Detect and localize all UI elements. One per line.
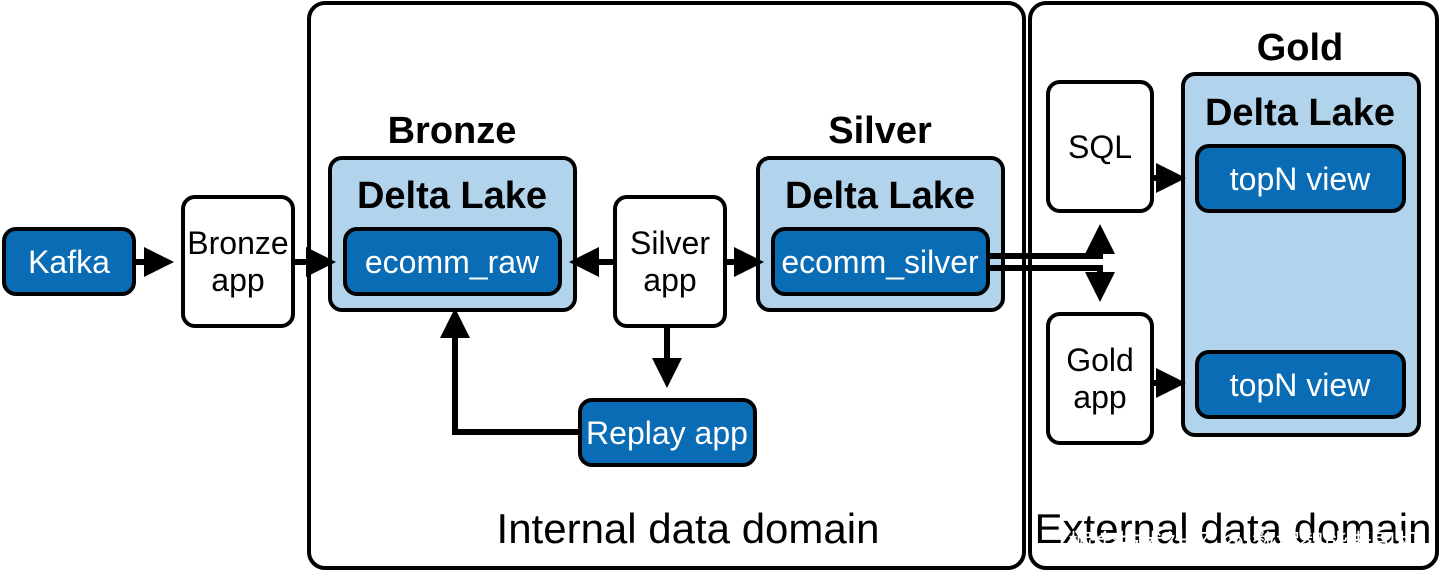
topn-view-lower — [1195, 350, 1406, 419]
bronze-delta-lake-label: Delta Lake — [357, 175, 547, 217]
external-domain-box — [1028, 1, 1439, 570]
kafka-label: Kafka — [28, 244, 110, 280]
topn-view-upper — [1195, 144, 1406, 213]
external-domain-label: External data domain — [1035, 505, 1432, 552]
silver-app-label-line2: app — [643, 262, 696, 298]
edge-ecomm-silver-to-sql — [988, 224, 1115, 259]
silver-delta-lake-label: Delta Lake — [785, 175, 975, 217]
edge-replay-app-to-ecomm-raw — [440, 308, 580, 435]
ecomm-silver-label: ecomm_silver — [781, 244, 979, 280]
internal-domain-label: Internal data domain — [497, 505, 880, 552]
bronze-app-label-line2: app — [211, 262, 264, 298]
gold-app-node — [1046, 312, 1154, 445]
bronze-layer-title: Bronze — [388, 110, 517, 152]
bronze-app-label-line1: Bronze — [187, 225, 288, 261]
ecomm-raw-table — [343, 227, 562, 296]
edge-ecomm-silver-to-gold-app — [988, 265, 1115, 302]
silver-app-label-line1: Silver — [630, 225, 710, 261]
gold-app-label-line1: Gold — [1066, 342, 1134, 378]
gold-app-label-line2: app — [1073, 379, 1126, 415]
ecomm-silver-table — [771, 227, 990, 296]
replay-app-label: Replay app — [586, 415, 748, 451]
watermark-text: 掘金技术社区 @ 数据智能老司机 — [1069, 529, 1420, 557]
topn-view-lower-label: topN view — [1230, 367, 1371, 403]
internal-domain-box — [307, 1, 1026, 570]
sql-label: SQL — [1068, 129, 1132, 165]
ecomm-raw-label: ecomm_raw — [365, 244, 540, 280]
gold-layer-title: Gold — [1257, 27, 1344, 69]
sql-node — [1046, 80, 1154, 213]
topn-view-upper-label: topN view — [1230, 161, 1371, 197]
gold-delta-lake-label: Delta Lake — [1205, 92, 1395, 134]
silver-layer-title: Silver — [828, 110, 932, 152]
